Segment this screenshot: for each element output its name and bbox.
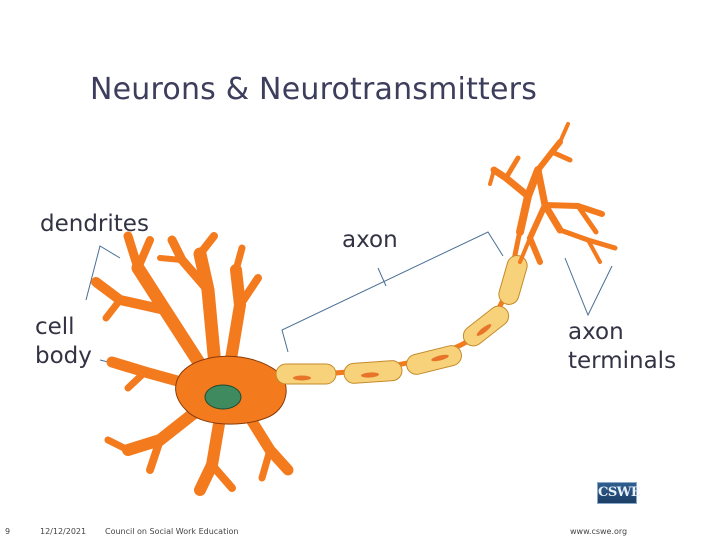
footer-organization: Council on Social Work Education <box>105 527 239 536</box>
cswe-logo-text: CSWE <box>598 485 641 500</box>
dendrites-leader-line <box>85 245 121 301</box>
myelin-segment <box>498 255 528 305</box>
footer-url: www.cswe.org <box>570 527 628 536</box>
cell-body-label: cell body <box>35 314 92 369</box>
axon-label: axon <box>342 227 398 253</box>
page-number: 9 <box>5 527 11 536</box>
myelin-segment <box>275 363 337 385</box>
axon-bracket-line <box>281 231 504 353</box>
axon-terminals-label: axon terminals <box>568 319 677 374</box>
axon-terminals <box>488 122 618 265</box>
footer-date: 12/12/2021 <box>40 527 87 536</box>
cswe-logo: CSWE <box>597 482 641 504</box>
myelin-segment <box>343 360 403 384</box>
dendrites <box>91 231 294 496</box>
nucleus <box>204 384 242 410</box>
axon-core <box>279 221 525 378</box>
schwann-nuclei <box>293 324 492 381</box>
dendrites-label: dendrites <box>40 211 149 237</box>
axon-bracket-tick <box>377 267 387 287</box>
slide-title: Neurons & Neurotransmitters <box>90 72 538 107</box>
axon-terminals-leader-line <box>564 257 613 317</box>
